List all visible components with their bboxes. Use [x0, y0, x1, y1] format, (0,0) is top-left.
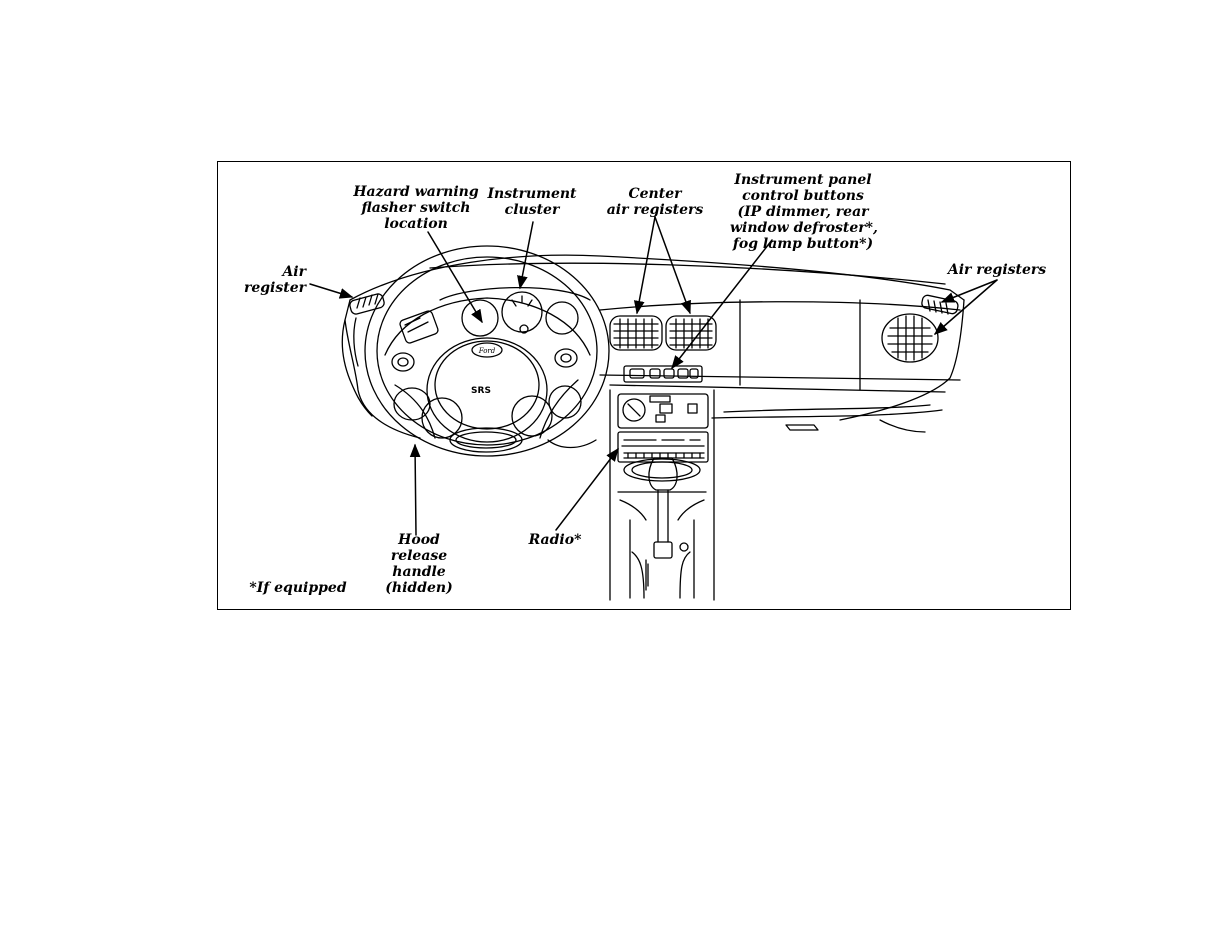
radio-label: Radio* [520, 532, 590, 548]
ip-control-buttons [624, 366, 702, 382]
center-air-registers-label: Center air registers [600, 186, 710, 218]
hazard-flasher-label: Hazard warning flasher switch location [348, 184, 484, 232]
instrument-cluster-label: Instrument cluster [482, 186, 582, 218]
center-console [610, 390, 714, 600]
ip-control-buttons-label: Instrument panel control buttons (IP dim… [730, 172, 876, 252]
hood-release-label: Hood release handle (hidden) [374, 532, 464, 596]
air-registers-right-label: Air registers [946, 262, 1048, 278]
dashboard-outline [345, 255, 964, 447]
wheel-logo-text: Ford [478, 347, 496, 355]
if-equipped-footnote: *If equipped [246, 580, 350, 596]
left-air-register [349, 293, 385, 315]
instrument-cluster-drawing [399, 288, 590, 344]
air-register-left-label: Air register [240, 264, 306, 296]
srs-hub-text: SRS [471, 386, 491, 396]
